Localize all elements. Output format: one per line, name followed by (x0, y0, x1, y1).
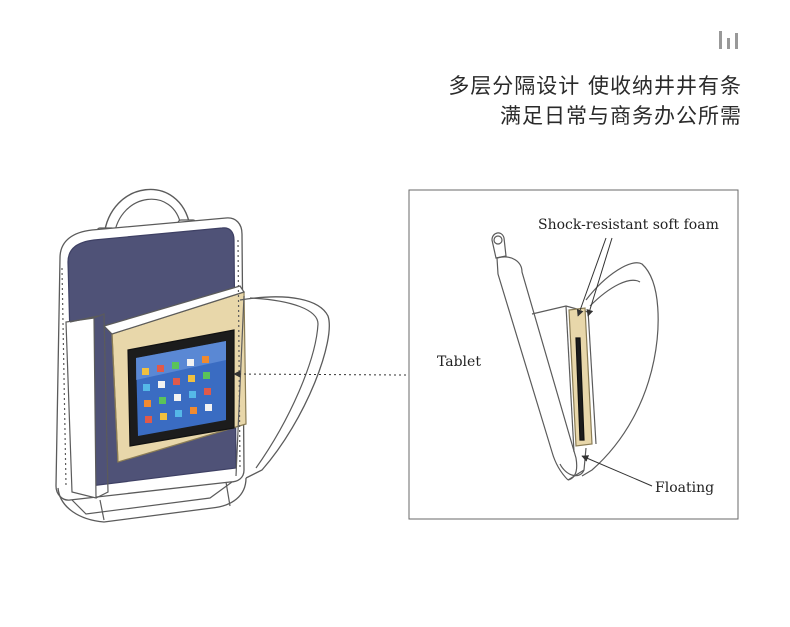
label-shock-foam: Shock-resistant soft foam (538, 217, 719, 233)
label-tablet: Tablet (437, 354, 481, 370)
tablet-pointer-line (233, 370, 569, 380)
bag-handle (103, 188, 191, 237)
cross-section-illustration (491, 232, 659, 481)
tablet-illustration (127, 329, 235, 447)
headline-line-1: 多层分隔设计 使收纳井井有条 (448, 74, 742, 98)
tablet-section (575, 337, 585, 441)
label-floating: Floating (655, 480, 714, 496)
headline-line-2: 满足日常与商务办公所需 (500, 104, 742, 128)
bag-front-flap (239, 296, 330, 479)
shell-front-flap (581, 262, 659, 477)
bars-icon (719, 31, 738, 49)
bag-illustration (55, 188, 330, 523)
